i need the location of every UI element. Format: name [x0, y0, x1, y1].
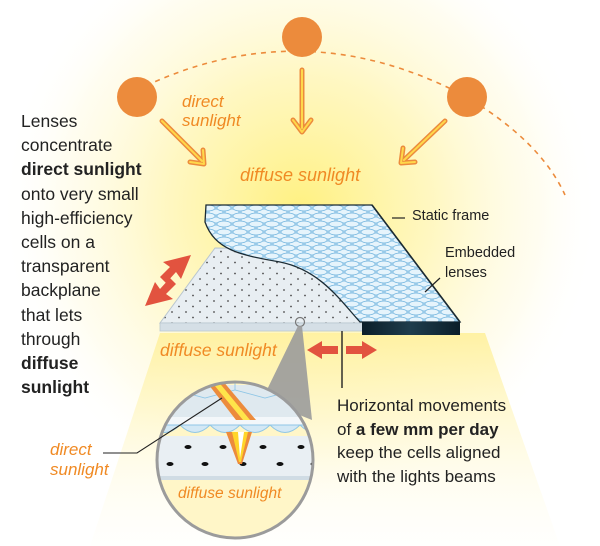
desc-line-bold: diffuse	[21, 353, 79, 374]
embedded-lenses-sheet	[204, 204, 462, 323]
movement-prefix: of	[337, 419, 356, 439]
sun-ray-arrows	[159, 67, 448, 167]
movement-description: Horizontal movements of a few mm per day…	[337, 394, 506, 488]
embedded-lenses-label: Embedded lenses	[445, 243, 515, 283]
desc-line: through	[21, 328, 81, 349]
desc-line: high-efficiency	[21, 207, 133, 228]
sun-left-icon	[117, 77, 157, 117]
movement-bold: a few mm per day	[355, 419, 499, 439]
direct-label-line1: direct	[182, 92, 224, 111]
detail-direct-line1: direct	[50, 440, 92, 459]
desc-line-bold: direct sunlight	[21, 159, 142, 180]
diffuse-sunlight-lower-label: diffuse sunlight	[160, 340, 277, 360]
detail-diffuse-sunlight-label: diffuse sunlight	[178, 485, 282, 502]
desc-line: Lenses	[21, 111, 78, 131]
diagonal-movement-arrow	[145, 255, 191, 306]
desc-line-bold: sunlight	[21, 377, 90, 398]
embedded-label-line2: lenses	[445, 265, 487, 281]
desc-line: backplane	[21, 280, 101, 301]
horizontal-movement-arrow	[307, 341, 377, 359]
magnifier-ring	[155, 380, 315, 540]
desc-line: onto very small	[21, 183, 139, 204]
embedded-label-line1: Embedded	[445, 245, 516, 261]
sun-center-icon	[282, 17, 322, 57]
magnified-cell-detail	[157, 382, 313, 538]
desc-line: concentrate	[21, 135, 113, 156]
detail-direct-line2: sunlight	[50, 460, 109, 479]
movement-line: of a few mm per day	[337, 418, 506, 442]
static-frame-label: Static frame	[412, 208, 490, 224]
direct-sunlight-leader	[103, 397, 223, 454]
movement-line: Horizontal movements	[337, 396, 507, 415]
direct-label-line2: sunlight	[182, 111, 241, 130]
sun-right-icon	[447, 77, 487, 117]
lens-description: Lenses concentrate direct sunlight onto …	[21, 109, 171, 399]
diffuse-sunlight-top-label: diffuse sunlight	[240, 165, 361, 185]
lenses-leader	[424, 277, 441, 293]
movement-line: with the lights beams	[337, 466, 496, 486]
static-frame-edge	[362, 322, 460, 335]
sun-path-arc	[136, 50, 566, 196]
desc-line: transparent	[21, 256, 110, 277]
detail-direct-sunlight-label: direct sunlight	[50, 440, 109, 480]
desc-line: that lets	[21, 304, 83, 325]
movement-line: keep the cells aligned	[337, 443, 501, 463]
desc-line: cells on a	[21, 232, 95, 253]
backplane-edge	[159, 322, 366, 332]
direct-sunlight-label: direct sunlight	[182, 92, 241, 130]
